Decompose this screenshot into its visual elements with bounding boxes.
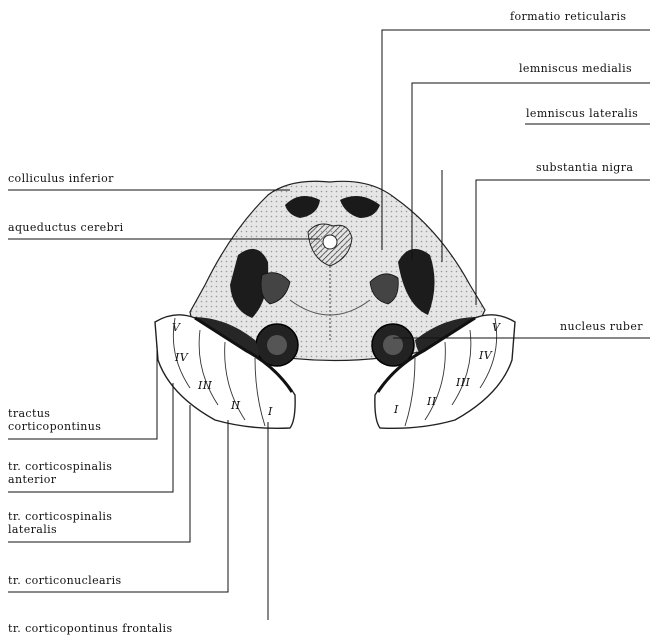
label-colliculus-inferior: colliculus inferior <box>8 173 114 185</box>
segment-left-V: V <box>172 322 180 334</box>
segment-right-III: III <box>456 377 470 389</box>
label-nucleus-ruber: nucleus ruber <box>560 321 643 333</box>
segment-right-I: I <box>394 404 399 416</box>
segment-right-V: V <box>492 322 500 334</box>
segment-right-II: II <box>427 396 437 408</box>
label-formatio-reticularis: formatio reticularis <box>510 11 626 23</box>
label-tractus-corticopontinus-line2: corticopontinus <box>8 421 101 433</box>
label-lemniscus-medialis: lemniscus medialis <box>519 63 632 75</box>
segment-left-III: III <box>198 380 212 392</box>
segment-right-IV: IV <box>479 350 492 362</box>
label-tr-corticospinalis-lateralis-line2: lateralis <box>8 524 57 536</box>
segment-left-IV: IV <box>175 352 188 364</box>
label-tr-corticospinalis-anterior-line1: tr. corticospinalis <box>8 461 112 473</box>
label-tr-corticospinalis-anterior-line2: anterior <box>8 474 56 486</box>
label-tr-corticopontinus-frontalis: tr. corticopontinus frontalis <box>8 623 173 635</box>
label-tractus-corticopontinus-line1: tractus <box>8 408 50 420</box>
label-aqueductus-cerebri: aqueductus cerebri <box>8 222 124 234</box>
label-tr-corticospinalis-lateralis-line1: tr. corticospinalis <box>8 511 112 523</box>
segment-left-I: I <box>268 406 273 418</box>
segment-left-II: II <box>231 400 241 412</box>
label-lemniscus-lateralis: lemniscus lateralis <box>526 108 638 120</box>
label-tr-corticonuclearis: tr. corticonuclearis <box>8 575 122 587</box>
label-substantia-nigra: substantia nigra <box>536 162 633 174</box>
